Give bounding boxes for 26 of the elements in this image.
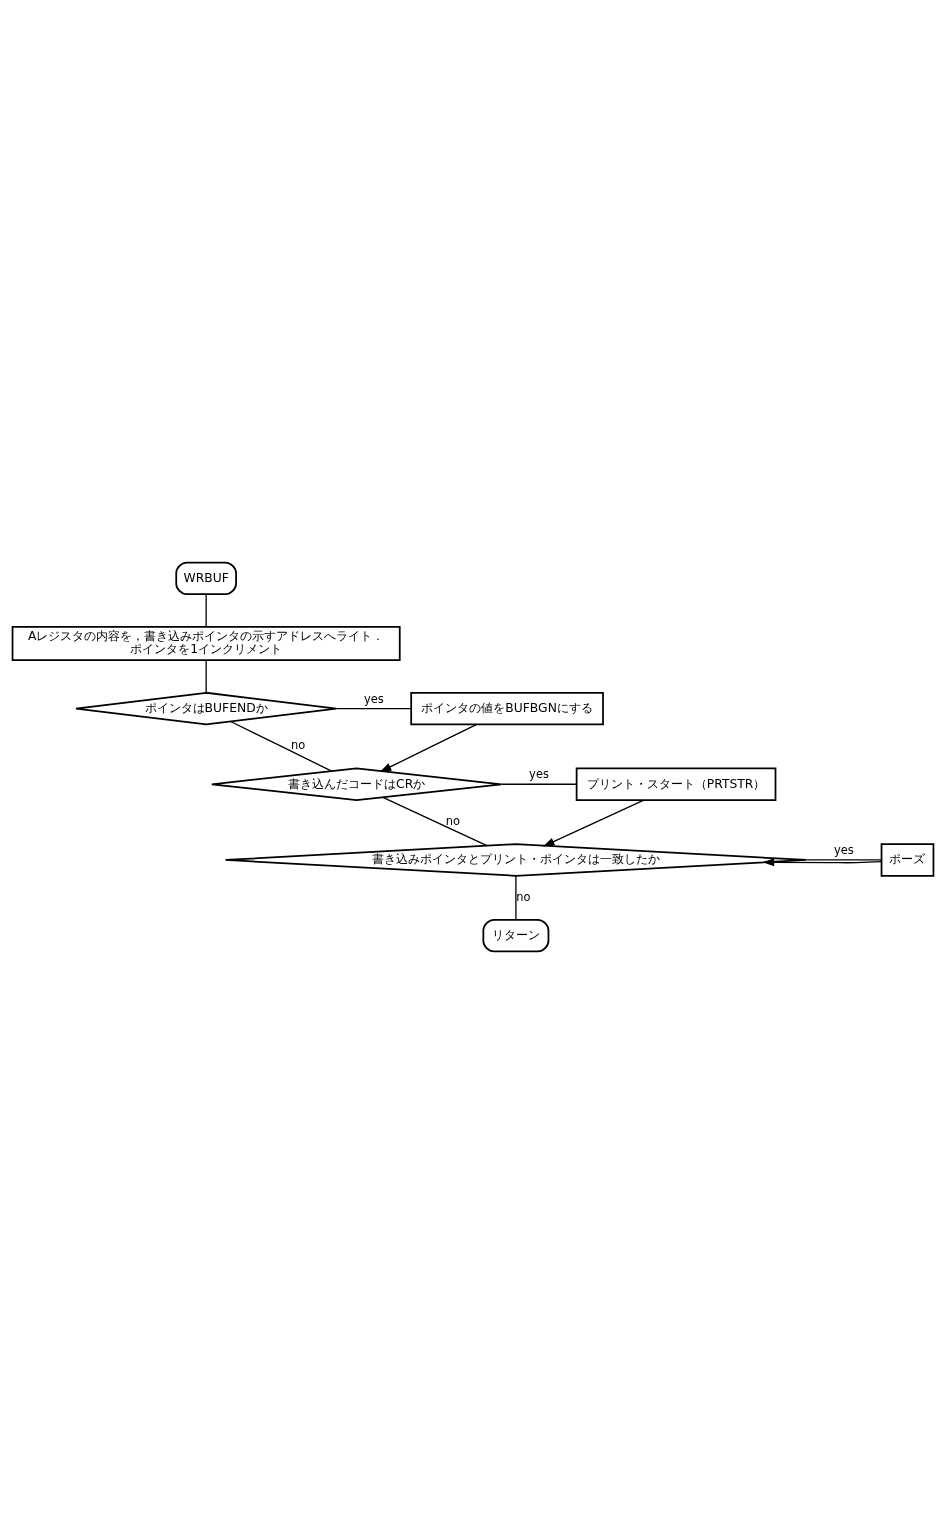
arrow (543, 799, 644, 847)
edge-label: yes (363, 691, 384, 706)
connector (515, 875, 517, 921)
node-diamond: 書き込んだコードはCRか (210, 767, 503, 801)
node-box: ポインタの値をBUFBGNにする (410, 691, 604, 726)
edge-label: yes (834, 843, 854, 858)
node-box: プリント・スタート（PRTSTR） (575, 767, 777, 801)
arrow (762, 858, 882, 867)
node-box: WRBUF (175, 561, 237, 596)
connector (805, 859, 883, 861)
connector (230, 720, 333, 772)
connector (382, 796, 488, 847)
connector (205, 659, 207, 694)
node-box: リターン (482, 918, 550, 953)
connector (500, 783, 578, 785)
arrow (379, 723, 477, 772)
edge-label: no (445, 814, 461, 829)
node-diamond: 書き込みポインタとプリント・ポインタは一致したか (224, 843, 808, 877)
node-box: Aレジスタの内容を，書き込みポインタの示すアドレスへライト． ポインタを1インクリメント (11, 625, 401, 662)
connector (335, 707, 412, 710)
edge-label: no (290, 738, 306, 753)
edge-label: no (516, 889, 531, 904)
node-box: ポーズ (880, 843, 935, 877)
edge-label: yes (529, 767, 549, 782)
node-diamond: ポインタはBUFENDか (75, 691, 338, 726)
connector (205, 593, 207, 628)
